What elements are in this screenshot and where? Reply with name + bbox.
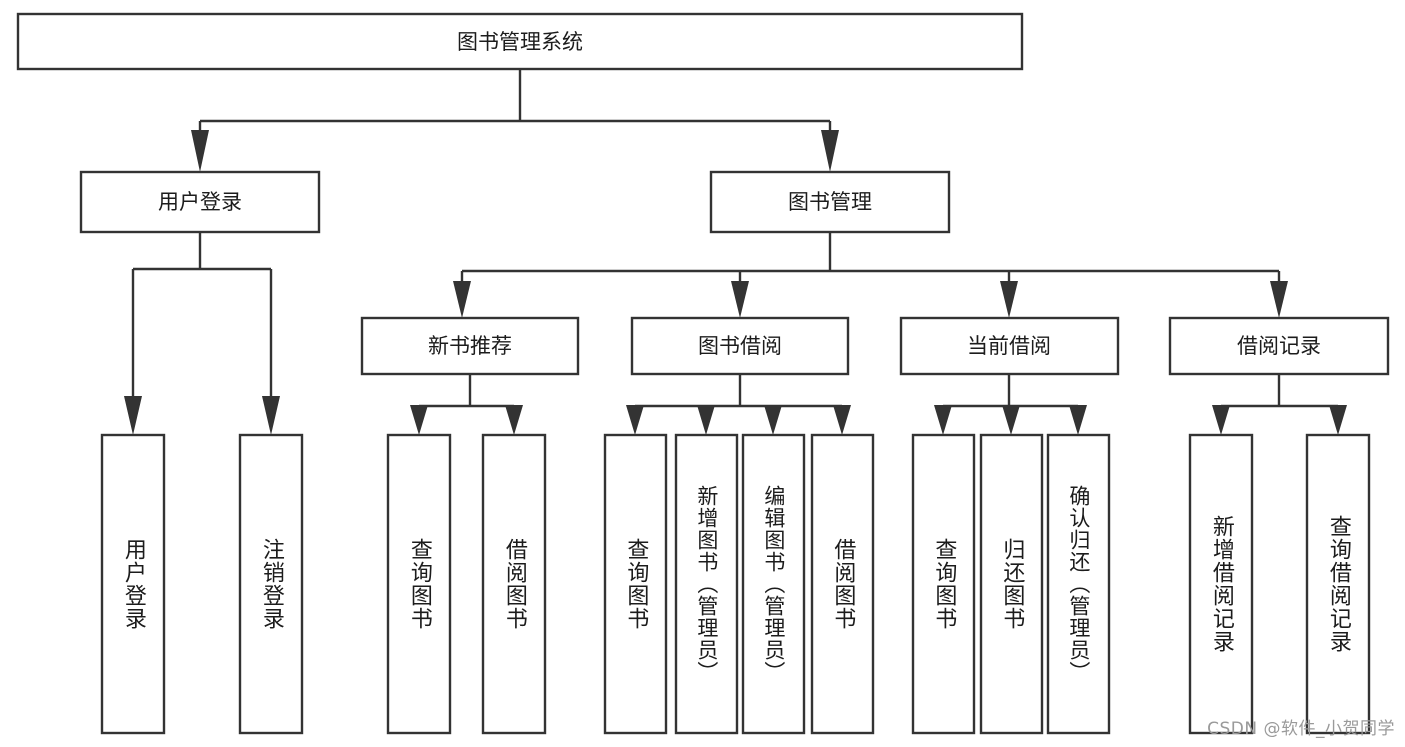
node-recommend-query-book-box[interactable] [386,433,452,735]
node-borrow-borrow-book-box[interactable] [810,433,875,735]
node-borrow-records-box[interactable] [1168,316,1390,376]
node-book-management-box[interactable] [709,170,951,234]
node-user-login-label: 用户登录 [158,190,242,214]
watermark-text: CSDN @软件_小贺同学 [1207,719,1395,739]
arrow-to-borrow-edit-book [764,405,782,435]
arrow-to-borrow-query-book [626,405,644,435]
connector-group-userlogin-children [124,232,280,435]
node-current-return-book-box[interactable] [979,433,1044,735]
arrow-to-book-borrow [731,281,749,318]
node-borrow-query-book-box[interactable] [603,433,668,735]
arrow-to-new-book-recommend [453,281,471,318]
node-new-book-recommend[interactable]: 新书推荐 [360,316,580,376]
connector-group-currentborrow-children [934,374,1087,435]
arrow-to-records-add-record [1212,405,1230,435]
node-user-login[interactable]: 用户登录 [79,170,321,234]
arrow-to-borrow-borrow-book [833,405,851,435]
node-book-borrow-box[interactable] [630,316,850,376]
connector-group-bookborrow-children [626,374,851,435]
node-records-query-record-box[interactable] [1305,433,1371,735]
node-current-borrow[interactable]: 当前借阅 [899,316,1120,376]
arrow-to-current-borrow [1000,281,1018,318]
node-current-borrow-box[interactable] [899,316,1120,376]
arrow-to-user-login [191,130,209,172]
node-root-book-management-system[interactable]: 图书管理系统 [16,12,1024,71]
arrow-to-user-logout-leaf [262,396,280,435]
node-current-borrow-label: 当前借阅 [967,334,1051,358]
node-borrow-add-book-admin-box[interactable] [674,433,739,735]
arrow-to-current-return-book [1002,405,1020,435]
node-book-borrow[interactable]: 图书借阅 [630,316,850,376]
connector-group-recommend-children [410,374,523,435]
node-borrow-records[interactable]: 借阅记录 [1168,316,1390,376]
node-records-add-record-box[interactable] [1188,433,1254,735]
arrow-to-book-management [821,130,839,172]
node-user-logout-leaf-box[interactable] [238,433,304,735]
arrow-to-current-confirm-return [1069,405,1087,435]
node-user-login-leaf-box[interactable] [100,433,166,735]
node-current-confirm-return-admin-box[interactable] [1046,433,1111,735]
node-new-book-recommend-label: 新书推荐 [428,334,512,358]
node-new-book-recommend-box[interactable] [360,316,580,376]
node-root-box[interactable] [16,12,1024,71]
node-borrow-edit-book-admin-box[interactable] [741,433,806,735]
arrow-to-recommend-borrow-book [505,405,523,435]
node-book-management-label: 图书管理 [788,190,872,214]
arrow-to-records-query-record [1329,405,1347,435]
node-book-management[interactable]: 图书管理 [709,170,951,234]
node-current-query-book-box[interactable] [911,433,976,735]
node-borrow-records-label: 借阅记录 [1237,334,1321,358]
connector-group-records-children [1212,374,1347,435]
node-root-label: 图书管理系统 [457,30,583,54]
arrow-to-recommend-query-book [410,405,428,435]
arrow-to-borrow-add-book [697,405,715,435]
node-user-login-box[interactable] [79,170,321,234]
node-book-borrow-label: 图书借阅 [698,334,782,358]
connector-group-root-to-level2 [191,69,839,172]
arrow-to-current-query-book [934,405,952,435]
arrow-to-borrow-records [1270,281,1288,318]
arrow-to-user-login-leaf [124,396,142,435]
node-recommend-borrow-book-box[interactable] [481,433,547,735]
connector-group-bookmgmt-children [453,232,1288,318]
